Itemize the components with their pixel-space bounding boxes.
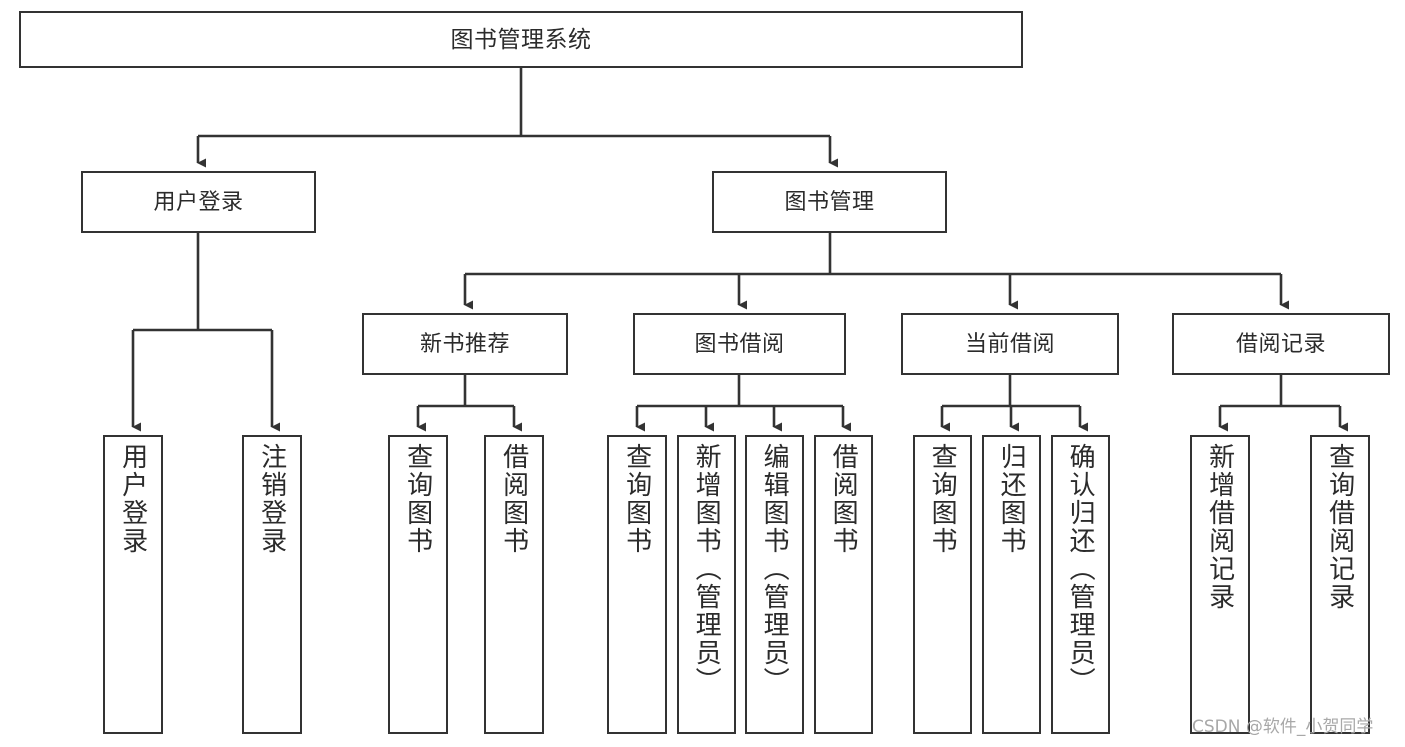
node-label: 用户登录	[153, 189, 244, 215]
node-leaf-query-book-3[interactable]: 查询图书	[913, 435, 972, 734]
node-label: 注销登录	[257, 443, 288, 555]
node-leaf-add-book[interactable]: 新增图书（管理员）	[677, 435, 736, 734]
node-leaf-edit-book[interactable]: 编辑图书（管理员）	[745, 435, 804, 734]
node-new-book-recommend[interactable]: 新书推荐	[362, 313, 568, 375]
node-leaf-logout-login[interactable]: 注销登录	[242, 435, 302, 734]
node-leaf-confirm-return[interactable]: 确认归还（管理员）	[1051, 435, 1110, 734]
node-leaf-user-login[interactable]: 用户登录	[103, 435, 163, 734]
node-leaf-borrow-book-2[interactable]: 借阅图书	[814, 435, 873, 734]
node-label: 新增图书（管理员）	[692, 443, 723, 695]
node-label: 借阅记录	[1235, 331, 1326, 357]
node-label: 图书借阅	[694, 331, 785, 357]
node-label: 图书管理系统	[450, 25, 592, 52]
node-label: 新增借阅记录	[1205, 443, 1236, 611]
node-user-login[interactable]: 用户登录	[81, 171, 316, 233]
node-label: 查询借阅记录	[1325, 443, 1356, 611]
node-label: 查询图书	[928, 443, 959, 555]
node-leaf-add-record[interactable]: 新增借阅记录	[1190, 435, 1250, 734]
node-label: 编辑图书（管理员）	[760, 443, 791, 695]
node-label: 查询图书	[403, 443, 434, 555]
node-borrow-record[interactable]: 借阅记录	[1172, 313, 1390, 375]
node-leaf-query-book-2[interactable]: 查询图书	[607, 435, 667, 734]
node-leaf-borrow-book-1[interactable]: 借阅图书	[484, 435, 544, 734]
node-leaf-return-book[interactable]: 归还图书	[982, 435, 1041, 734]
node-label: 查询图书	[622, 443, 653, 555]
node-label: 归还图书	[997, 443, 1028, 555]
node-label: 用户登录	[118, 443, 149, 555]
node-label: 当前借阅	[964, 331, 1055, 357]
node-label: 借阅图书	[829, 443, 860, 555]
node-leaf-query-record[interactable]: 查询借阅记录	[1310, 435, 1370, 734]
node-book-borrow[interactable]: 图书借阅	[633, 313, 846, 375]
node-label: 借阅图书	[499, 443, 530, 555]
node-root-system[interactable]: 图书管理系统	[19, 11, 1023, 68]
watermark-text: CSDN @软件_小贺同学	[1192, 717, 1374, 737]
node-label: 新书推荐	[419, 331, 510, 357]
node-label: 图书管理	[784, 189, 875, 215]
node-leaf-query-book-1[interactable]: 查询图书	[388, 435, 448, 734]
node-label: 确认归还（管理员）	[1066, 443, 1097, 695]
node-current-borrow[interactable]: 当前借阅	[901, 313, 1119, 375]
node-book-management[interactable]: 图书管理	[712, 171, 947, 233]
